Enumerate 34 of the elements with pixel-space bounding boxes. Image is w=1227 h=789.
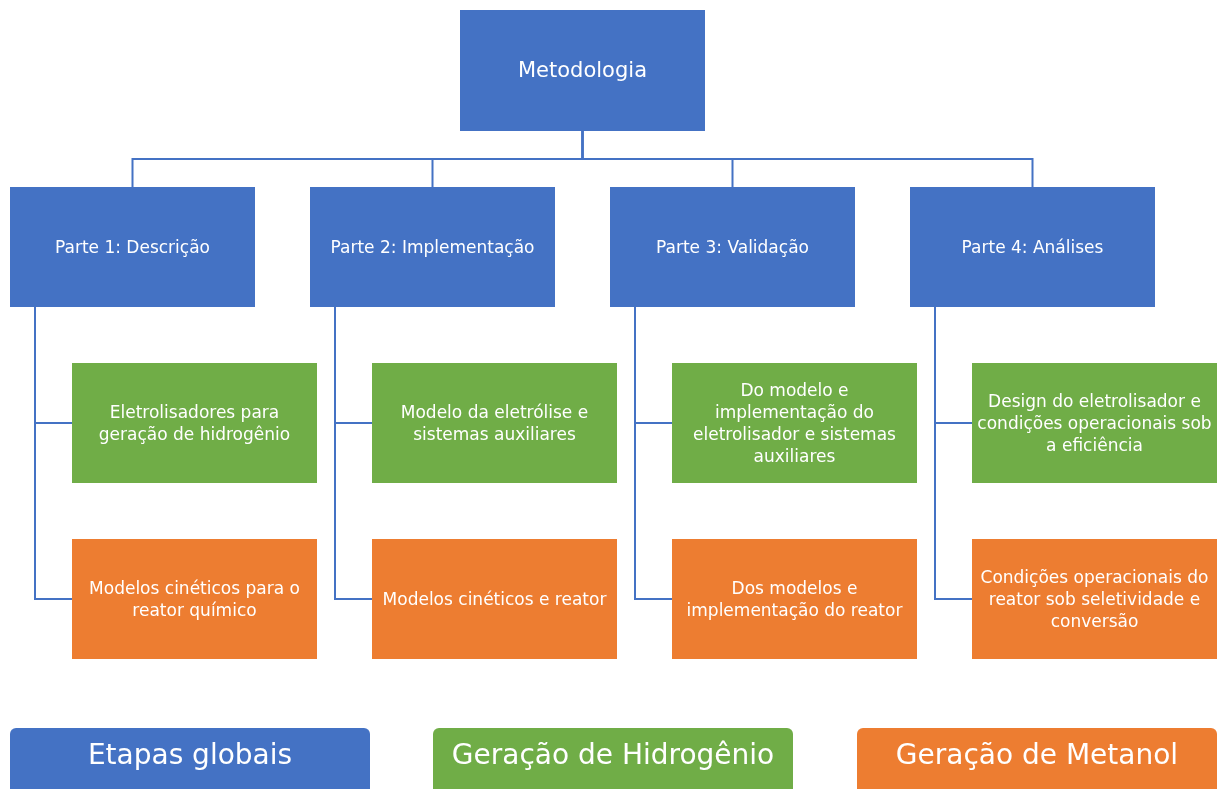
node-label: Parte 4: Análises bbox=[961, 235, 1104, 259]
node-label: Condições operacionais do reator sob seletividade e conversão bbox=[979, 565, 1210, 633]
task-box bbox=[72, 539, 317, 659]
node-label: Modelos cinéticos e reator bbox=[382, 587, 607, 611]
task-box bbox=[672, 363, 917, 483]
node-label: Metodologia bbox=[518, 56, 647, 84]
legend-label: Etapas globais bbox=[87, 738, 293, 773]
connector-line bbox=[934, 306, 973, 600]
connector-line bbox=[34, 306, 73, 600]
task-box bbox=[72, 363, 317, 483]
task-box bbox=[972, 539, 1217, 659]
node-label: Parte 2: Implementação bbox=[330, 235, 535, 259]
node-label: Dos modelos e implementação do reator bbox=[685, 576, 904, 622]
stage-box bbox=[910, 187, 1155, 307]
root-box bbox=[460, 10, 705, 131]
node-label: Modelos cinéticos para o reator químico bbox=[88, 576, 301, 622]
node-label: Eletrolisadores para geração de hidrogênio bbox=[97, 400, 292, 446]
legend-label: Geração de Metanol bbox=[895, 738, 1179, 773]
legend-label: Geração de Hidrogênio bbox=[451, 738, 775, 773]
task-box bbox=[372, 363, 617, 483]
node-label: Design do eletrolisador e condições operacionais sob a eficiência bbox=[976, 389, 1213, 457]
stage-box bbox=[310, 187, 555, 307]
stage-box bbox=[10, 187, 255, 307]
connector-line bbox=[634, 306, 673, 600]
task-box bbox=[972, 363, 1217, 483]
task-box bbox=[372, 539, 617, 659]
stage-box bbox=[610, 187, 855, 307]
node-label: Modelo da eletrólise e sistemas auxiliares bbox=[399, 400, 590, 446]
node-label: Do modelo e implementação do eletrolisador e sistemas auxiliares bbox=[692, 378, 897, 468]
node-label: Parte 1: Descrição bbox=[55, 235, 210, 259]
node-label: Parte 3: Validação bbox=[656, 235, 809, 259]
connector-line bbox=[581, 130, 1034, 188]
task-box bbox=[672, 539, 917, 659]
connector-line bbox=[334, 306, 373, 600]
